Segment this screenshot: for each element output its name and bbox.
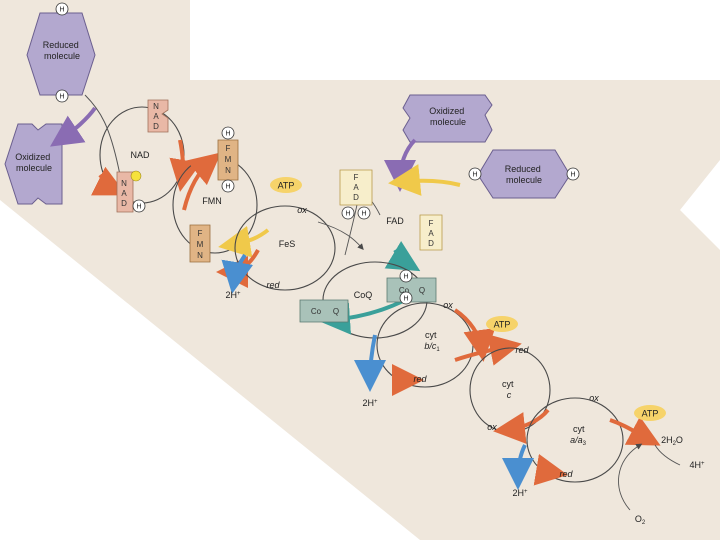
nad-label: NAD	[130, 150, 150, 160]
fad-letter: D	[428, 239, 434, 248]
coq-label: CoQ	[354, 290, 373, 300]
reduced-molecule-label: Reduced molecule	[505, 164, 544, 185]
fmn-letter: F	[198, 229, 203, 238]
hydrogen-atom	[55, 2, 69, 16]
coq-cycle: CoQ Co Q H H Co Q	[299, 261, 437, 339]
nad-letter: A	[153, 112, 159, 121]
atp-badge	[486, 316, 518, 332]
hydrogen-letter: H	[59, 94, 64, 101]
fmn-letter: F	[226, 144, 231, 153]
reduced-molecule-label: Reduced molecule	[43, 40, 82, 61]
coq-q-letter: Q	[419, 286, 425, 295]
atp-badge	[270, 177, 302, 193]
fadh2-shape	[339, 169, 373, 206]
fad-cycle: FAD F A D H H F A D	[339, 138, 461, 272]
nad-letter: D	[121, 199, 127, 208]
hydrogen-atom	[341, 206, 355, 220]
fes-red-label: red	[266, 280, 280, 290]
coq-box-letters: Co	[399, 286, 410, 295]
nad-letter: A	[121, 189, 127, 198]
coq-oxidized-shape	[299, 299, 349, 323]
hydrogen-atom	[566, 167, 580, 181]
fad-letter: D	[353, 193, 359, 202]
nad-letter: N	[121, 179, 127, 188]
fad-label: FAD	[386, 216, 404, 226]
hydrogen-atom	[399, 291, 413, 305]
four-h-plus-label: 4H+	[689, 460, 705, 470]
cyt-bc1-cycle: 2H+ ox red cyt b/c1 ATP	[354, 300, 522, 408]
reduced-molecule-right: Reduced molecule H H	[468, 149, 580, 199]
atp-label: ATP	[642, 409, 659, 419]
fmn-letter: N	[197, 251, 203, 260]
fmn-oxidized-shape	[189, 224, 211, 263]
fmn-letter: M	[225, 155, 232, 164]
cyt-bc1-label: cyt b/c1	[424, 330, 440, 353]
two-h-plus-label: 2H+	[512, 488, 528, 498]
fad-letter: A	[353, 183, 359, 192]
oxidized-molecule-label: Oxidized molecule	[429, 106, 467, 127]
oxidized-molecule-left: Oxidized molecule	[4, 123, 63, 205]
fmn-letter: M	[197, 240, 204, 249]
fmnh2-shape	[217, 139, 239, 181]
atp-label: ATP	[494, 320, 511, 330]
coqh2-shape	[386, 277, 437, 303]
coq-q-letter: Q	[333, 307, 339, 316]
hydrogen-letter: H	[403, 296, 408, 303]
oxidized-molecule-label: Oxidized molecule	[15, 152, 53, 173]
cyt-c-label: cyt c	[502, 379, 516, 400]
hydrogen-atom	[221, 179, 235, 193]
fes-cycle: 2H+ FeS ox red	[221, 205, 364, 300]
cyt-bc1-red-label: red	[413, 374, 427, 384]
cyt-c-red-label: red	[515, 345, 529, 355]
fad-oxidized-shape	[419, 214, 443, 251]
hydrogen-letter: H	[225, 184, 230, 191]
hydrogen-atom	[221, 126, 235, 140]
atp-badge	[634, 405, 666, 421]
two-h-plus-label: 2H+	[225, 290, 241, 300]
cyt-c-ox-label: ox	[589, 393, 599, 403]
fad-letter: F	[429, 219, 434, 228]
oxidized-molecule-top-right: Oxidized molecule	[402, 94, 493, 143]
oxygen-label: O2	[635, 514, 646, 526]
fes-ox-label: ox	[297, 205, 307, 215]
hydrogen-letter: H	[570, 172, 575, 179]
fmn-label: FMN	[202, 196, 222, 206]
hydrogen-atom	[468, 167, 482, 181]
hydrogen-atom	[357, 206, 371, 220]
nad-cycle: NAD N A D N A D H	[50, 94, 202, 213]
coq-box-letters: Co	[311, 307, 322, 316]
hydrogen-atom	[399, 269, 413, 283]
hydrogen-letter: H	[225, 131, 230, 138]
reduced-molecule-top-left: Reduced molecule H H	[26, 2, 96, 103]
atp-label: ATP	[278, 181, 295, 191]
nad-oxidized-shape	[147, 99, 169, 133]
fad-letter: F	[354, 173, 359, 182]
water-label: 2H2O	[661, 435, 683, 447]
cyt-c-ox2-label: ox	[487, 422, 497, 432]
fes-label: FeS	[279, 239, 296, 249]
fad-letter: A	[428, 229, 434, 238]
cyt-aa3-cycle: 2H+ red cyt a/a3 ATP	[502, 397, 666, 498]
fmn-letter: N	[225, 166, 231, 175]
cyt-aa3-red-label: red	[559, 469, 573, 479]
nadh-reduced-shape	[116, 171, 134, 213]
oxygen-reduction: 2H2O 4H+ O2	[618, 435, 705, 526]
hydrogen-letter: H	[361, 211, 366, 218]
hydrogen-letter: H	[345, 211, 350, 218]
hydrogen-letter: H	[59, 7, 64, 14]
electron-dot	[130, 170, 142, 182]
two-h-plus-label: 2H+	[362, 398, 378, 408]
cyt-aa3-label: cyt a/a3	[570, 424, 587, 447]
cyt-bc1-ox-label: ox	[443, 300, 453, 310]
hydrogen-letter: H	[403, 274, 408, 281]
hydrogen-letter: H	[136, 204, 141, 211]
nad-letter: N	[153, 102, 159, 111]
hydrogen-atom	[55, 89, 69, 103]
nad-letter: D	[153, 122, 159, 131]
hydrogen-atom	[132, 199, 146, 213]
hydrogen-letter: H	[472, 172, 477, 179]
